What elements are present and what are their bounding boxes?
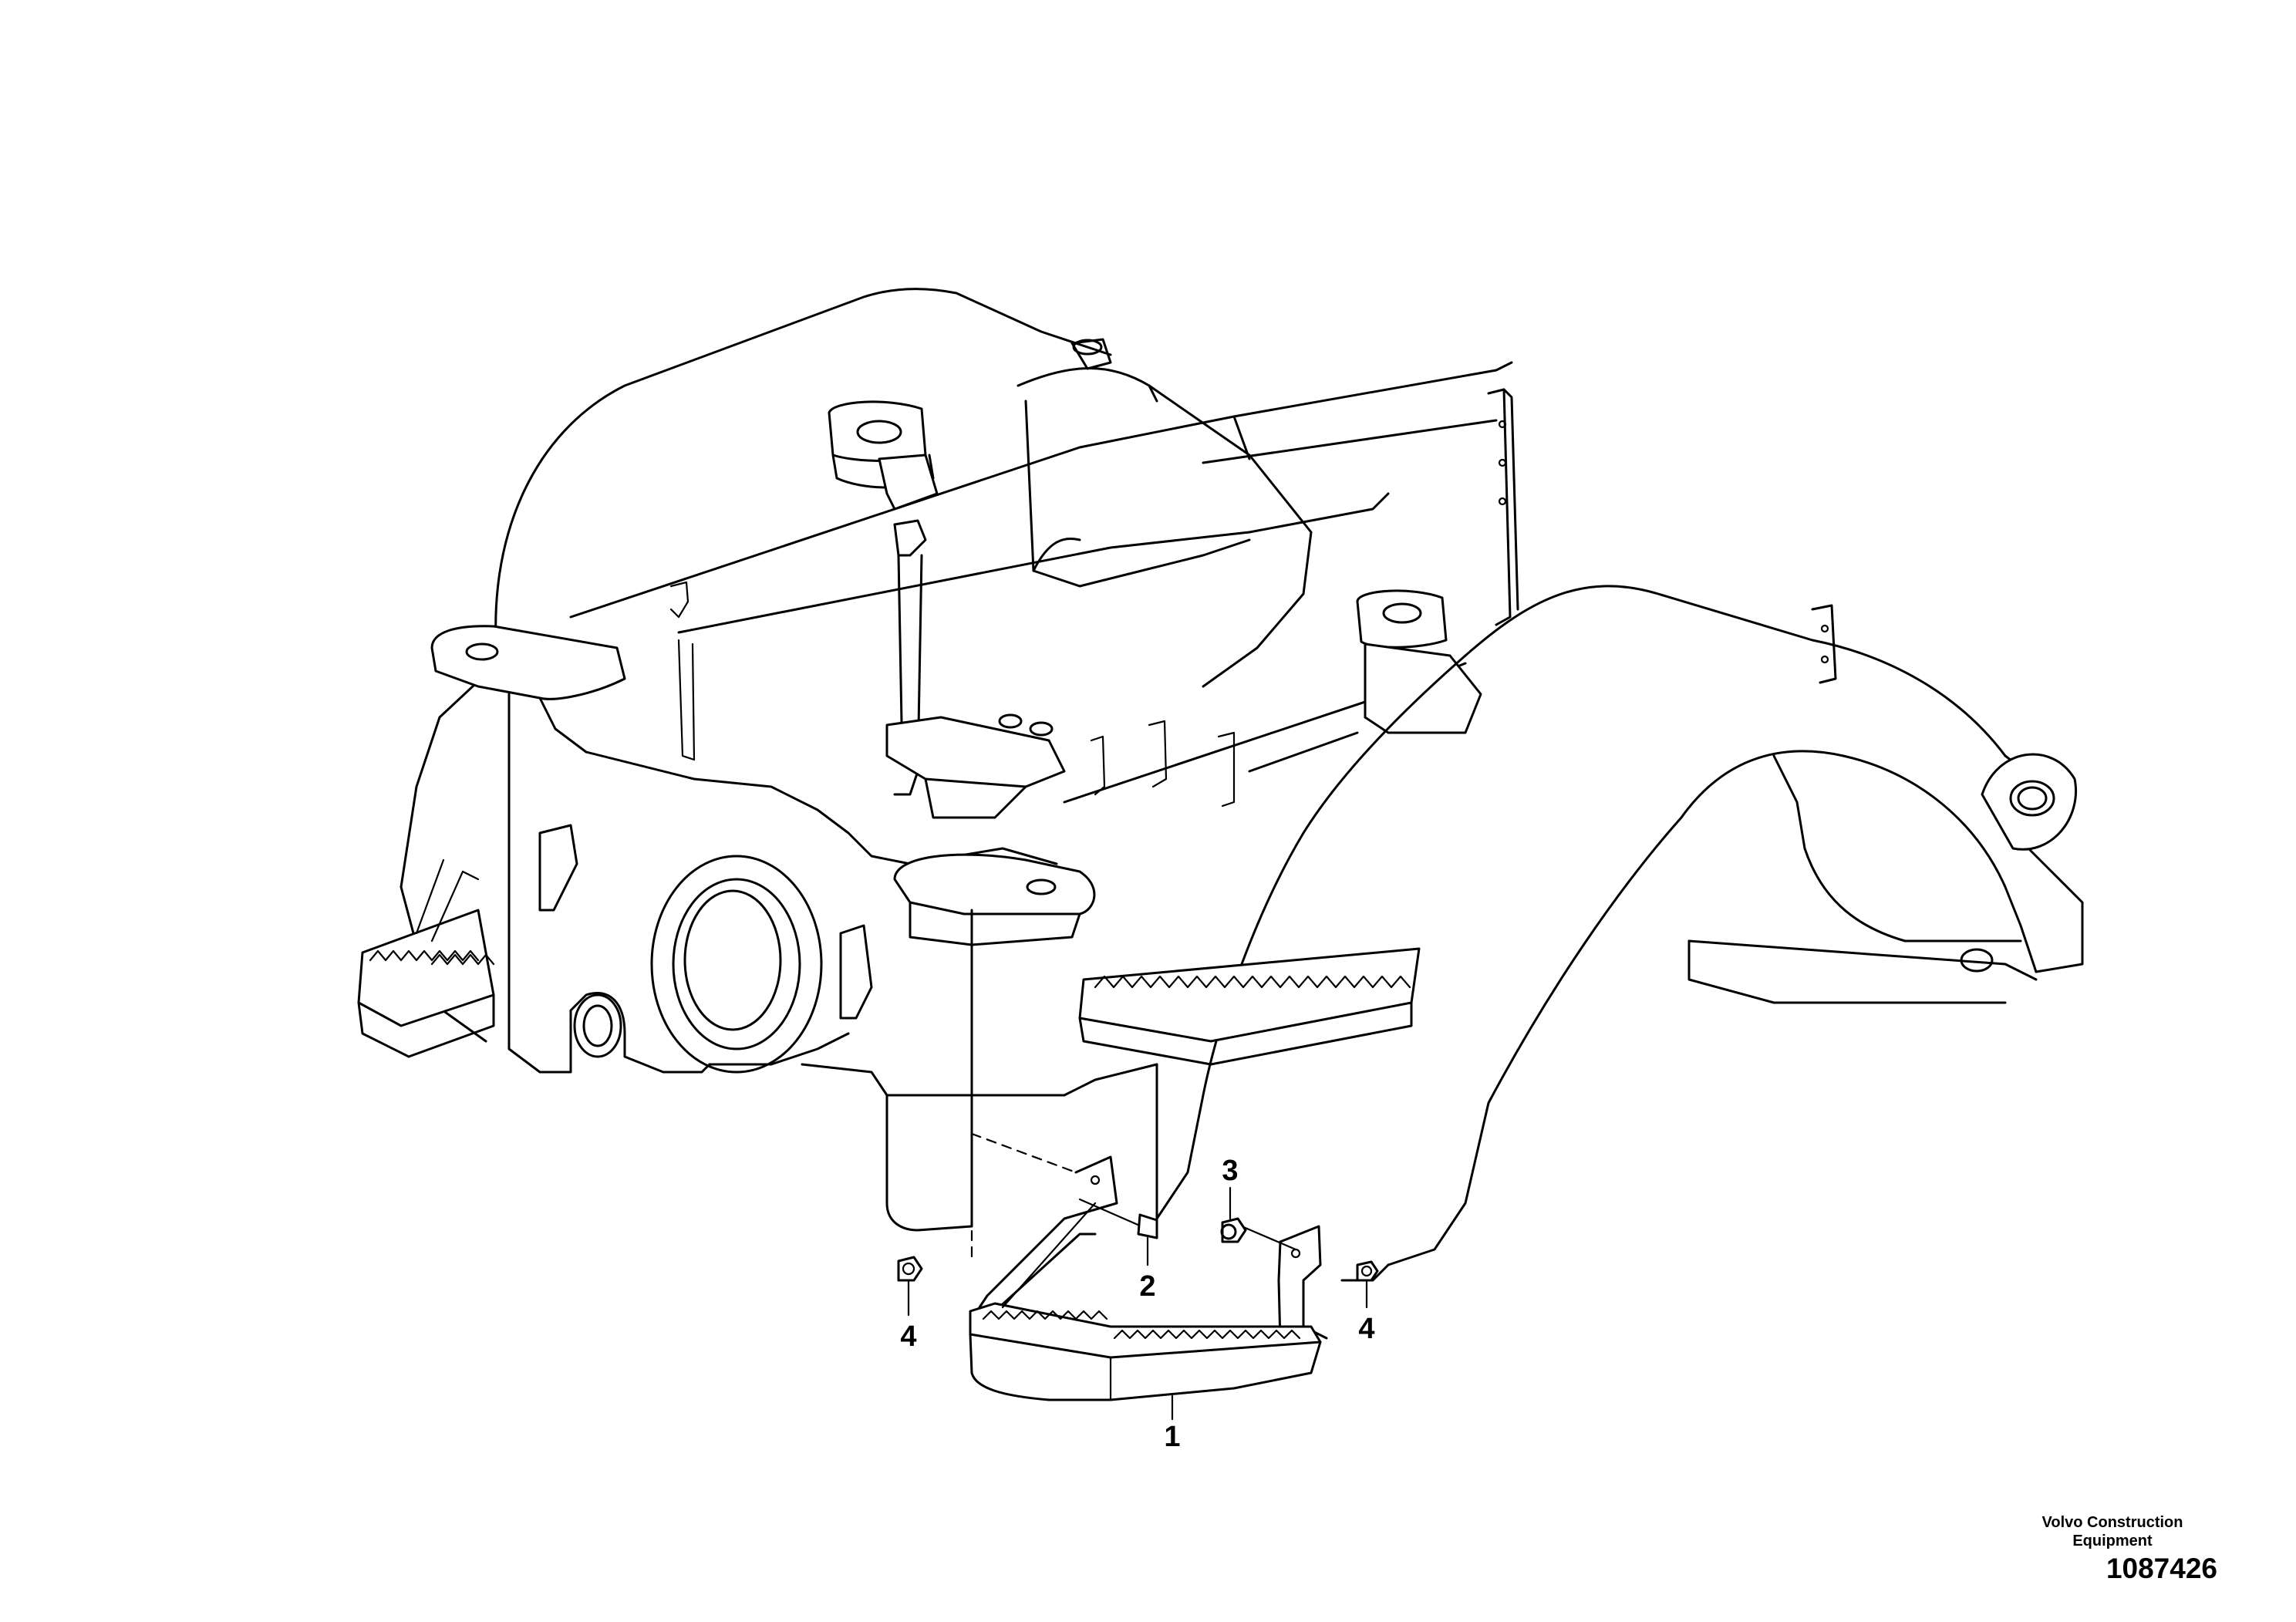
brand-line-2: Equipment	[2072, 1533, 2153, 1549]
callout-1: 1	[1164, 1394, 1181, 1453]
callout-label-3: 3	[1222, 1155, 1238, 1187]
callout-3: 3	[1222, 1155, 1239, 1220]
step-assembly	[897, 1132, 1379, 1401]
callout-label-1: 1	[1164, 1421, 1180, 1453]
brand-label: Volvo Construction Equipment	[1997, 1513, 2228, 1550]
callout-4-right: 4	[1358, 1279, 1375, 1345]
brand-line-1: Volvo Construction	[2041, 1514, 2183, 1531]
callout-label-2: 2	[1139, 1270, 1155, 1303]
callout-2: 2	[1139, 1236, 1156, 1303]
callout-label-4-left: 4	[900, 1320, 916, 1353]
machine-frame	[357, 288, 2084, 1282]
callout-label-4-right: 4	[1358, 1313, 1374, 1345]
callout-4-left: 4	[900, 1279, 917, 1353]
document-number: 1087426	[2106, 1553, 2217, 1584]
